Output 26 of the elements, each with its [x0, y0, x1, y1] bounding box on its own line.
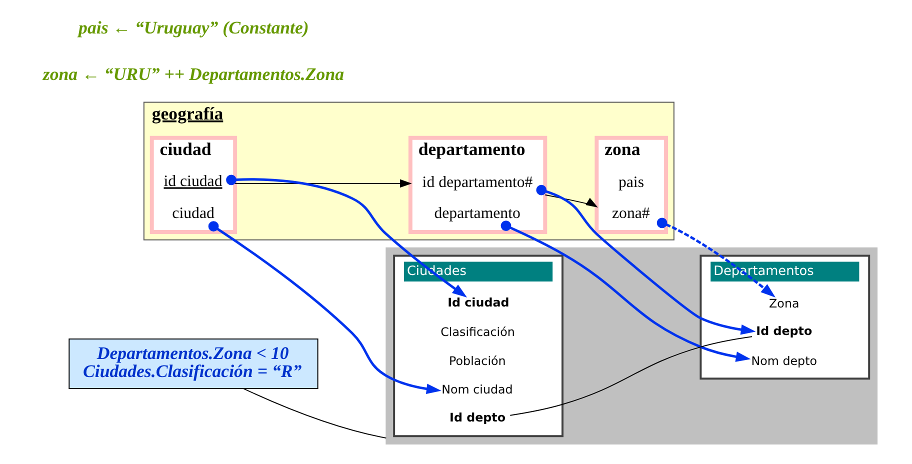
arrow	[208, 221, 442, 394]
node-text: id departamento#	[422, 174, 533, 192]
node-text: id ciudad	[164, 173, 222, 190]
node-text: Clasificación	[440, 325, 515, 340]
label: pais ← “Uruguay” (Constante)	[78, 17, 309, 38]
node-text: Población	[449, 354, 506, 368]
label: zona ← “URU” ++ Departamentos.Zona	[42, 64, 344, 84]
node-text: Zona	[769, 296, 800, 310]
cluster	[386, 247, 878, 444]
node-text: Id depto	[450, 410, 506, 424]
arrow	[536, 184, 756, 335]
node-text: departamento	[434, 204, 520, 222]
arrow	[226, 174, 468, 298]
node-text: Nom ciudad	[442, 382, 513, 397]
arrow	[234, 179, 412, 188]
node-text: pais	[618, 174, 644, 192]
node-text: zona#	[612, 204, 650, 222]
node-text: Id ciudad	[448, 295, 510, 310]
node-box: Departamentos.Zona < 10 Ciudades.Clasificación = “R”	[68, 338, 318, 390]
node-text: Nom depto	[751, 354, 818, 368]
connector	[510, 336, 752, 416]
arrow	[500, 220, 751, 362]
arrow	[656, 218, 776, 298]
node-text: Id depto	[756, 324, 812, 338]
node-text: ciudad	[172, 204, 214, 222]
connector	[242, 388, 387, 439]
